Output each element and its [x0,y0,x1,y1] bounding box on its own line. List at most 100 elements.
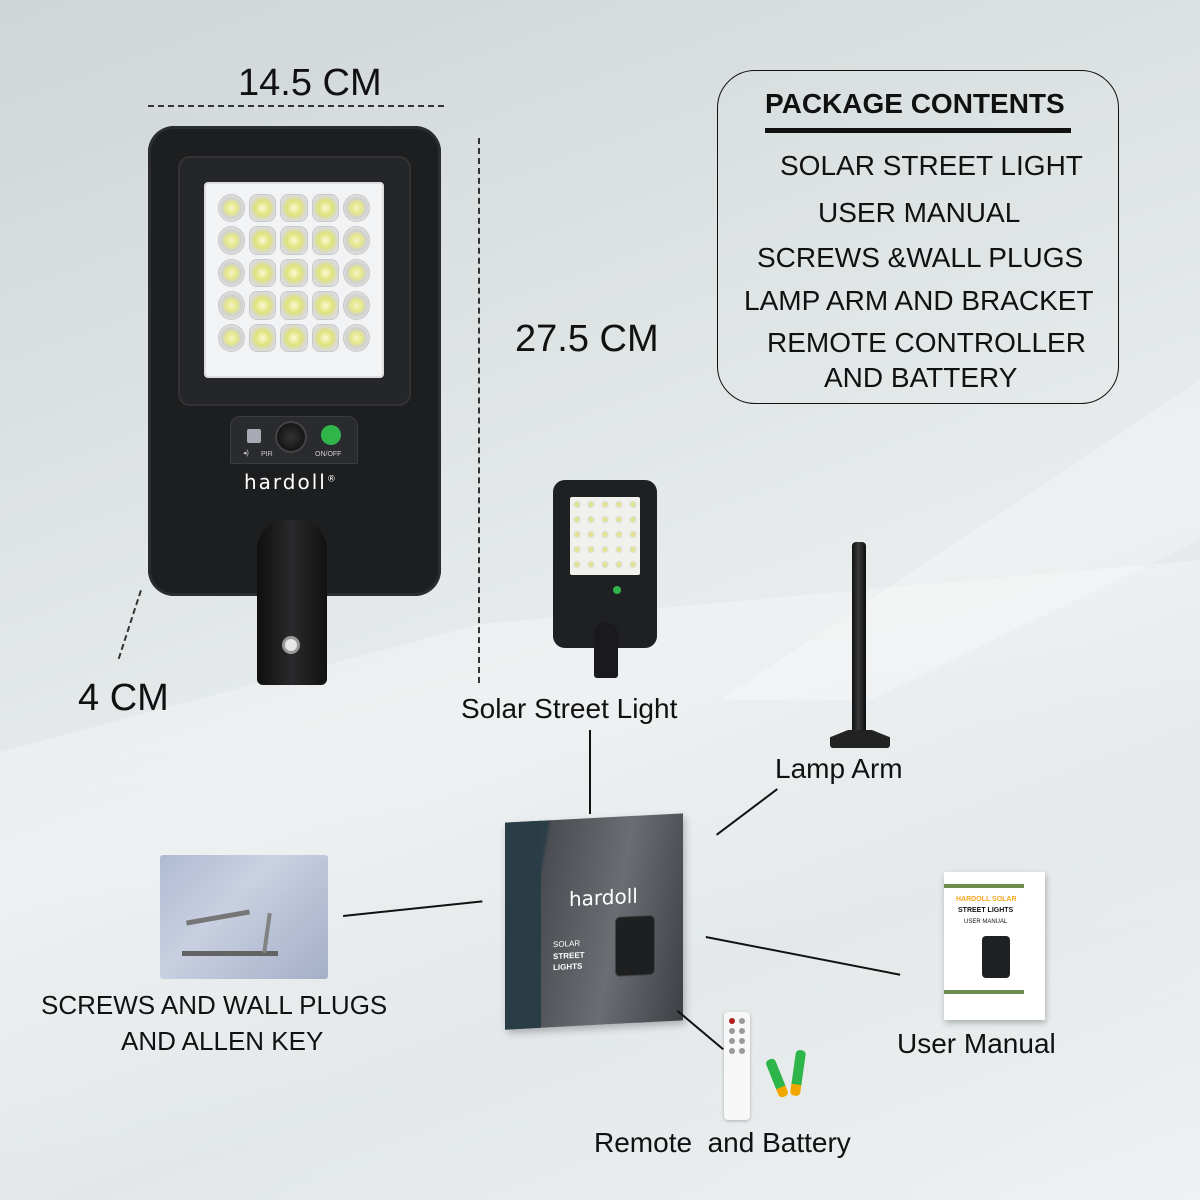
led-icon [249,194,277,223]
screw-icon [186,909,250,926]
led-icon [218,323,246,352]
led-icon [311,258,339,288]
package-item: LAMP ARM AND BRACKET [744,285,1094,316]
led-icon [342,258,370,288]
pir-label: PIR [261,451,273,458]
leader-line [343,900,483,917]
package-item: USER MANUAL [818,197,1021,228]
width-dimension-line [148,105,444,107]
manual-lamp-graphic [982,936,1010,978]
box-spine [505,820,541,1030]
led-icon [249,258,277,288]
manual-top-bar [944,884,1024,888]
small-power-icon [613,586,621,594]
height-dimension-label: 27.5 CM [515,318,659,360]
remote-button-icon [729,1038,735,1044]
brand-logo: hardoll® [244,470,338,494]
led-icon [249,323,277,352]
control-panel: ◂) PIR ON/OFF [230,416,358,464]
package-item: AND BATTERY [824,362,1018,393]
led-icon [280,194,308,223]
box-brand: hardoll [569,883,638,912]
led-icon [218,291,246,320]
solar-street-light-image: ◂) PIR ON/OFF hardoll® [148,126,441,596]
lamp-arm-bracket [830,730,890,748]
remote-button-icon [739,1048,745,1054]
leader-line [705,936,901,976]
user-manual-label: User Manual [897,1028,1056,1059]
solar-street-light-label: Solar Street Light [461,693,678,724]
led-icon [342,226,370,255]
depth-dimension-label: 4 CM [78,677,169,719]
remote-button-icon [729,1048,735,1054]
leader-line [676,1010,724,1051]
led-panel [204,182,384,378]
package-item: SCREWS &WALL PLUGS [757,242,1084,273]
led-icon [311,323,339,352]
led-icon [311,194,339,223]
led-icon [342,291,370,320]
remote-button-icon [739,1028,745,1034]
lamp-arm-label: Lamp Arm [775,753,903,784]
led-icon [218,226,246,255]
led-icon [249,291,277,320]
manual-title3: USER MANUAL [964,919,1008,925]
bolt-icon [282,636,300,654]
brand-name: hardoll [244,470,327,494]
lamp-arm-image [852,542,866,740]
box-line2: STREET [553,950,585,962]
screws-label-line1: SCREWS AND WALL PLUGS [41,990,388,1020]
battery-icon [764,1057,790,1099]
lamp-mount [257,520,327,685]
light-sensor-icon [247,429,261,443]
small-led-panel [570,497,640,575]
led-icon [280,291,308,320]
width-dimension-label: 14.5 CM [238,62,382,104]
box-line3: LIGHTS [553,961,583,973]
power-label: ON/OFF [315,451,342,458]
led-icon [280,323,308,352]
manual-title1: HARDOLL SOLAR [956,896,1017,903]
led-icon [342,194,370,223]
manual-title2: STREET LIGHTS [958,907,1014,914]
led-icon [280,258,308,288]
power-button-icon [321,425,341,445]
leader-line [716,788,778,836]
package-contents-box [717,70,1119,404]
screws-label-line2: AND ALLEN KEY [121,1026,324,1056]
registered-mark: ® [326,474,338,485]
small-street-light-image [553,480,657,648]
led-icon [342,323,370,352]
box-line1: SOLAR [553,938,581,950]
sound-label: ◂) [243,450,249,457]
pir-sensor-icon [275,421,307,453]
remote-power-button-icon [729,1018,735,1024]
screws-bag-image [160,855,328,979]
led-icon [218,194,246,223]
remote-battery-label: Remote and Battery [594,1127,851,1158]
led-icon [280,226,308,255]
allen-key-icon [182,951,278,956]
title-underline [765,128,1071,133]
remote-control-image [724,1012,750,1120]
height-dimension-line [478,138,480,683]
battery-icon [789,1049,807,1097]
led-icon [311,226,339,255]
led-icon [218,258,246,288]
remote-button-icon [739,1018,745,1024]
small-lamp-mount [594,622,618,678]
remote-button-icon [729,1028,735,1034]
screw-icon [262,912,272,954]
user-manual-image: HARDOLL SOLAR STREET LIGHTS USER MANUAL [944,872,1045,1020]
remote-button-icon [739,1038,745,1044]
package-contents-title: PACKAGE CONTENTS [765,88,1065,119]
package-item: REMOTE CONTROLLER [767,327,1086,358]
led-icon [311,291,339,320]
package-item: SOLAR STREET LIGHT [780,150,1083,181]
product-box-image: hardoll SOLAR STREET LIGHTS [505,813,683,1030]
manual-bottom-bar [944,990,1024,994]
leader-line [589,730,591,814]
led-icon [249,226,277,255]
depth-dimension-line [117,590,142,660]
box-lamp-graphic [615,914,655,977]
